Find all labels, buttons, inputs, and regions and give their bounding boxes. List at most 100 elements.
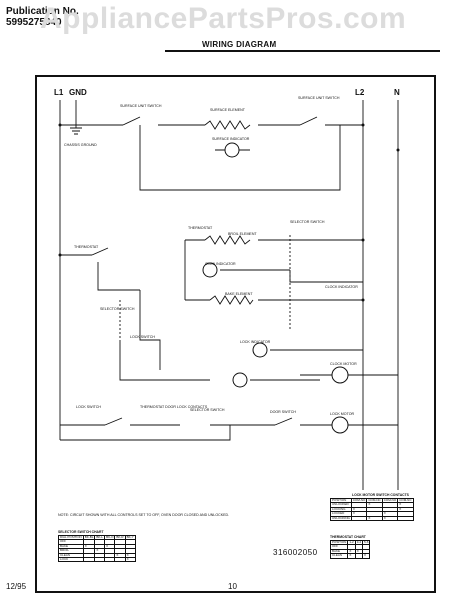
publication-number: 5995275840 [6, 17, 62, 28]
terminal-n: N [394, 88, 400, 97]
clean-table-cell: 5-6 [362, 539, 371, 546]
label-thermostat: THERMOSTAT [74, 245, 99, 249]
terminal-l2: L2 [355, 88, 365, 97]
clean-table-cell [354, 553, 364, 559]
selector-table-cell: BK-R [114, 534, 126, 541]
label-broil-element: BROIL ELEMENT [228, 232, 257, 236]
label-selector-switch-right: SELECTOR SWITCH [290, 220, 325, 224]
lock-switch-contact [104, 417, 123, 426]
label-surface-element: SURFACE ELEMENT [210, 108, 245, 112]
title-rule [165, 50, 440, 52]
selector-table-cell: BK-BL [82, 534, 96, 541]
watermark: AppliancePartsPros.com [40, 2, 407, 35]
door-switch-contact [274, 417, 293, 426]
lock-motor-symbol [331, 416, 349, 434]
footer-date: 12/95 [6, 582, 27, 591]
lock-table-cell: UNLOCKING [330, 515, 352, 522]
oven-indicator-line [220, 269, 363, 283]
selector-dashed [119, 235, 291, 340]
thermostat-line [97, 262, 140, 291]
clean-table-cell: X [347, 553, 356, 559]
node-oven [58, 253, 62, 257]
lock-table-cell [397, 515, 414, 522]
circuit-note: NOTE: CIRCUIT SHOWN WITH ALL CONTROLS SE… [58, 513, 230, 517]
selector-table-cell: LOCK [58, 556, 84, 563]
node-l1 [58, 123, 62, 127]
label-chassis-ground: CHASSIS GROUND [64, 143, 97, 147]
lock-table-cell: COM-NC [397, 497, 414, 504]
selector-table-cell [114, 556, 126, 563]
surface-switch-right-contact [299, 116, 318, 126]
label-selector-switch-bottom: SELECTOR SWITCH [190, 408, 225, 412]
document-number: 316002050 [273, 548, 318, 557]
lock-table-cell: X [381, 515, 399, 522]
selector-table-cell: BK-Y [124, 534, 136, 541]
label-bake-element: BAKE ELEMENT [225, 292, 253, 296]
node-bake [361, 298, 365, 302]
selector-table-cell [104, 556, 116, 563]
oven-indicator-lamp [202, 262, 218, 278]
surface-circuit-lower [139, 125, 341, 191]
label-door-switch: DOOR SWITCH [270, 410, 296, 414]
broil-element-coil [204, 235, 251, 245]
bake-element-coil [209, 295, 254, 305]
label-selector-switch-left: SELECTOR SWITCH [100, 307, 135, 311]
lock-table-cell: X [366, 515, 383, 522]
node-l2 [361, 123, 365, 127]
lock-table-cell: COM-NO [381, 497, 399, 504]
label-thermostat-door-lock: THERMOSTAT DOOR LOCK CONTACTS [140, 405, 208, 409]
label-surface-indicator: SURFACE INDICATOR [212, 137, 250, 141]
publication-label: Publication No. [6, 6, 79, 17]
terminal-l1: L1 [54, 88, 64, 97]
lock-table-cell [350, 515, 368, 522]
clock-motor-symbol [331, 366, 349, 384]
label-oven-indicator: OVEN INDICATOR [205, 262, 236, 266]
label-lock-switch: LOCK SWITCH [130, 335, 155, 339]
selector-table-cell [94, 556, 106, 563]
surface-switch-left-contact [122, 116, 141, 126]
node-broil [361, 238, 365, 242]
label-lock-switch-left: LOCK SWITCH [76, 405, 101, 409]
label-thermostat-top: THERMOSTAT [188, 226, 213, 230]
publication-block: Publication No. 5995275840 [6, 6, 79, 28]
clean-table-caption: THERMOSTAT CHART [330, 535, 366, 539]
node-n [396, 148, 400, 152]
thermostat-contact [91, 247, 109, 256]
lock-table-cell: COM-NO [350, 497, 368, 504]
clean-table-cell: X [362, 553, 371, 559]
label-surface-switch-left: SURFACE UNIT SWITCH [120, 104, 162, 108]
selector-table-cell: DIAL POSITION [58, 534, 84, 541]
terminal-gnd: GND [69, 88, 87, 97]
label-surface-switch-right: SURFACE UNIT SWITCH [298, 96, 340, 100]
selector-table-cell: BK-O [104, 534, 116, 541]
clock-indicator-lamp [252, 342, 268, 358]
surface-element-coil [204, 120, 251, 130]
label-clock-indicator: CLOCK INDICATOR [325, 285, 358, 289]
diagram-title: WIRING DIAGRAM [202, 40, 277, 49]
selector-table-caption: SELECTOR SWITCH CHART [58, 530, 104, 534]
selector-bottom [139, 290, 161, 370]
footer-page: 10 [228, 582, 237, 591]
lock-switch-loop [119, 340, 210, 381]
bottom-loop [60, 425, 231, 441]
clean-table-cell: CLEAN [329, 553, 349, 559]
selector-table-cell [82, 556, 96, 563]
selector-table-cell: X [124, 556, 136, 563]
diagram-frame [35, 75, 436, 593]
selector-table-row: LOCK X [58, 556, 136, 563]
surface-indicator-lamp [224, 142, 240, 158]
label-lock-motor: LOCK MOTOR [330, 412, 355, 416]
lock-table-cell: COM-NC [366, 497, 383, 504]
lock-table-caption: LOCK MOTOR SWITCH CONTACTS [352, 493, 409, 497]
lock-indicator-lamp [232, 372, 248, 388]
label-clock-motor: CLOCK MOTOR [330, 362, 357, 366]
